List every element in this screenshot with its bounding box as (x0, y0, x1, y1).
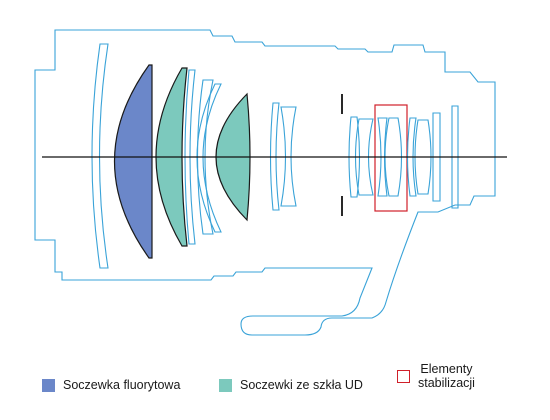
meniscus-element-2 (196, 83, 222, 233)
legend: Soczewka fluorytowa Soczewki ze szkła UD… (0, 358, 550, 418)
meniscus-element-1 (184, 69, 196, 245)
legend-label-ud: Soczewki ze szkła UD (240, 378, 363, 392)
rear-element-3 (406, 117, 417, 197)
rear-element-5 (432, 112, 441, 202)
fluorite-swatch (42, 378, 55, 392)
legend-label-stabilization-line1: Elementy (420, 362, 473, 376)
front-protective-element (91, 43, 109, 269)
rear-element-4 (414, 119, 432, 195)
ud-swatch (219, 378, 232, 392)
legend-label-stabilization: Elementy stabilizacji (418, 362, 475, 390)
fluorite-lens-element (114, 64, 153, 259)
rear-element-6 (451, 105, 459, 209)
focus-element-2 (280, 106, 297, 207)
rear-element-2 (354, 118, 374, 196)
meniscus-element-3 (196, 79, 214, 235)
legend-label-fluorite: Soczewka fluorytowa (63, 378, 181, 392)
stabilization-swatch (397, 369, 410, 383)
lens-cross-section-diagram (34, 29, 507, 336)
legend-item-stabilization: Elementy stabilizacji (397, 362, 475, 390)
focus-element-1 (269, 102, 280, 211)
lens-barrel-outline (34, 29, 496, 336)
stabilization-frame (374, 104, 408, 212)
legend-item-ud: Soczewki ze szkła UD (219, 378, 363, 392)
legend-label-stabilization-line2: stabilizacji (418, 376, 475, 390)
stabilizer-element-2 (384, 117, 403, 197)
legend-item-fluorite: Soczewka fluorytowa (42, 378, 180, 392)
stabilizer-element-1 (377, 117, 388, 197)
rear-element-1 (348, 116, 361, 198)
